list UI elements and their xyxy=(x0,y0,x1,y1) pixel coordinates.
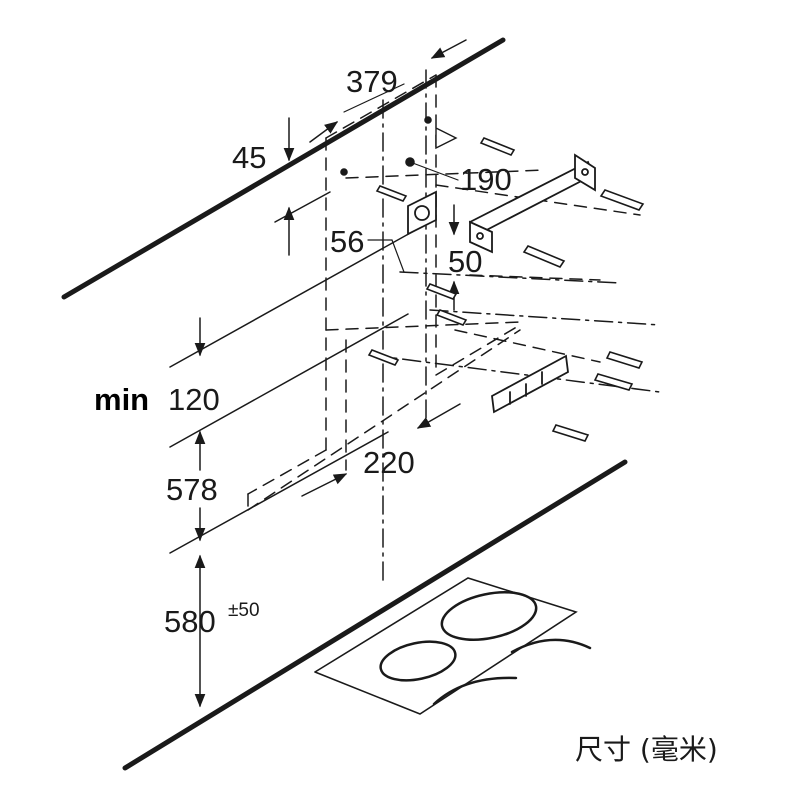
screws xyxy=(340,116,645,442)
wall-bracket xyxy=(468,153,596,254)
dimension-line-578 xyxy=(169,431,389,554)
arrow-379-right xyxy=(430,39,467,59)
dim-379: 379 xyxy=(346,64,398,99)
dim-379-line xyxy=(343,83,405,113)
center-lines xyxy=(369,69,661,586)
cooktop xyxy=(314,577,592,715)
dim-190: 190 xyxy=(460,162,512,197)
dim-min-label: min xyxy=(94,382,149,417)
dim-50: 50 xyxy=(448,244,482,279)
dim-580: 580 xyxy=(164,604,216,639)
ceiling-line xyxy=(61,37,506,300)
dim-45: 45 xyxy=(232,140,266,175)
leader-190 xyxy=(409,161,459,181)
pivot-tab xyxy=(435,126,458,150)
dim-120: 120 xyxy=(168,382,220,417)
arrow-220-right xyxy=(416,403,461,429)
dim-580-tolerance: ±50 xyxy=(228,600,260,621)
dim-56: 56 xyxy=(330,224,364,259)
duct-flange xyxy=(407,190,437,236)
lower-bracket xyxy=(491,354,569,414)
arrow-220-left xyxy=(301,473,348,497)
arrow-379-left xyxy=(309,121,339,143)
dim-220: 220 xyxy=(363,445,415,480)
leader-56b xyxy=(391,239,405,273)
unit-caption: 尺寸 (毫米) xyxy=(575,733,718,766)
dim-578: 578 xyxy=(166,472,218,507)
countertop-line xyxy=(122,459,628,771)
ext-45 xyxy=(274,191,331,223)
dimension-line-top xyxy=(169,221,431,368)
dimension-line-120 xyxy=(169,313,409,448)
